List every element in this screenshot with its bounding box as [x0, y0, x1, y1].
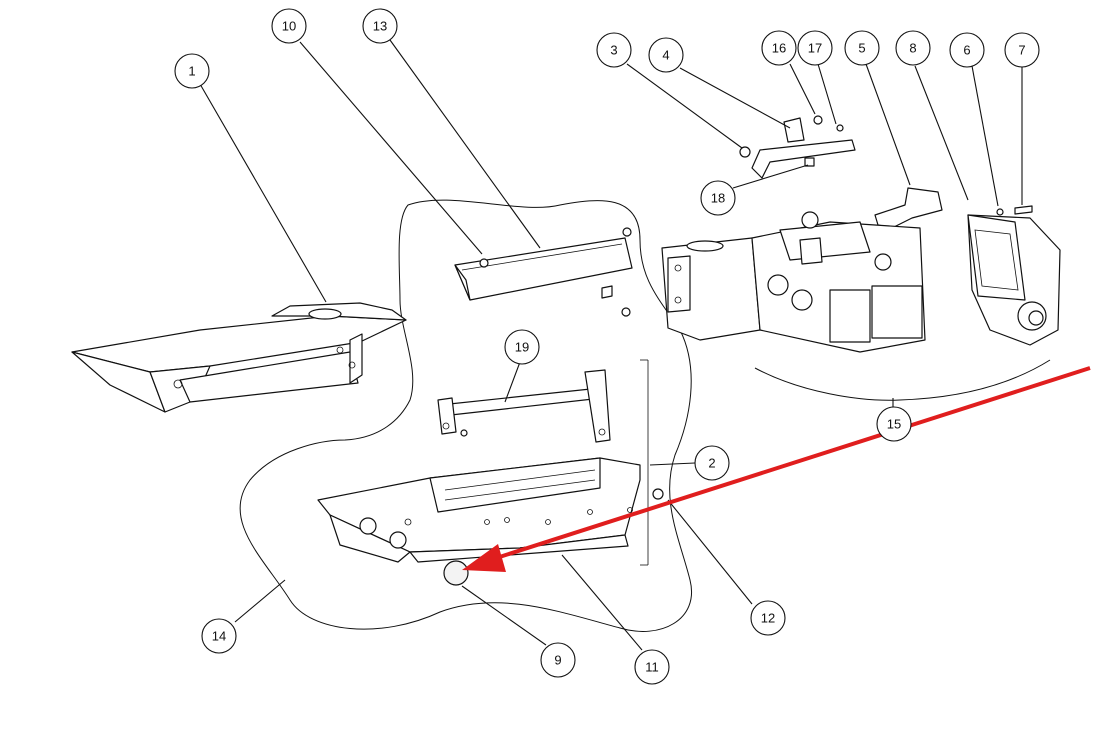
part-19-linkage — [437, 369, 611, 443]
callout-15: 15 — [876, 406, 912, 442]
callout-12: 12 — [750, 600, 786, 636]
callout-19: 19 — [504, 329, 540, 365]
svg-text:6: 6 — [963, 43, 970, 58]
callout-13: 13 — [362, 8, 398, 44]
part-2-main-housing — [317, 457, 664, 563]
svg-text:15: 15 — [887, 417, 901, 432]
svg-text:7: 7 — [1018, 43, 1025, 58]
svg-text:5: 5 — [858, 41, 865, 56]
callout-18: 18 — [700, 180, 736, 216]
callout-11: 11 — [634, 649, 670, 685]
svg-text:16: 16 — [772, 41, 786, 56]
callout-6: 6 — [949, 32, 985, 68]
callout-9: 9 — [540, 642, 576, 678]
part-15-gearbox — [661, 211, 926, 353]
svg-text:2: 2 — [708, 456, 715, 471]
svg-text:14: 14 — [212, 629, 226, 644]
callout-2: 2 — [694, 445, 730, 481]
svg-text:9: 9 — [554, 653, 561, 668]
part-9-cap — [443, 560, 469, 586]
assembly-14-boundary — [239, 199, 692, 632]
part-8-motor-housing — [967, 205, 1061, 346]
svg-text:18: 18 — [711, 191, 725, 206]
part-13-cover-plate — [454, 227, 633, 317]
svg-text:1: 1 — [188, 64, 195, 79]
svg-text:11: 11 — [645, 660, 659, 675]
svg-text:10: 10 — [282, 19, 296, 34]
callout-17: 17 — [797, 30, 833, 66]
callout-8: 8 — [895, 30, 931, 66]
callout-10: 10 — [271, 8, 307, 44]
svg-text:13: 13 — [373, 19, 387, 34]
callout-14: 14 — [201, 618, 237, 654]
callout-16: 16 — [761, 30, 797, 66]
callout-4: 4 — [648, 37, 684, 73]
svg-text:4: 4 — [662, 48, 669, 63]
callout-5: 5 — [844, 30, 880, 66]
svg-text:17: 17 — [808, 41, 822, 56]
callout-1: 1 — [174, 53, 210, 89]
part-1-platform-rail — [71, 302, 407, 413]
callout-7: 7 — [1004, 32, 1040, 68]
callout-3: 3 — [596, 32, 632, 68]
svg-text:12: 12 — [761, 611, 775, 626]
part-4-bracket — [739, 115, 856, 179]
assembly-15-boundary — [754, 359, 1051, 401]
leader-lines — [199, 39, 1023, 651]
svg-text:3: 3 — [610, 43, 617, 58]
svg-text:8: 8 — [909, 41, 916, 56]
red-pointer-arrow — [462, 366, 1091, 572]
svg-text:19: 19 — [515, 340, 529, 355]
